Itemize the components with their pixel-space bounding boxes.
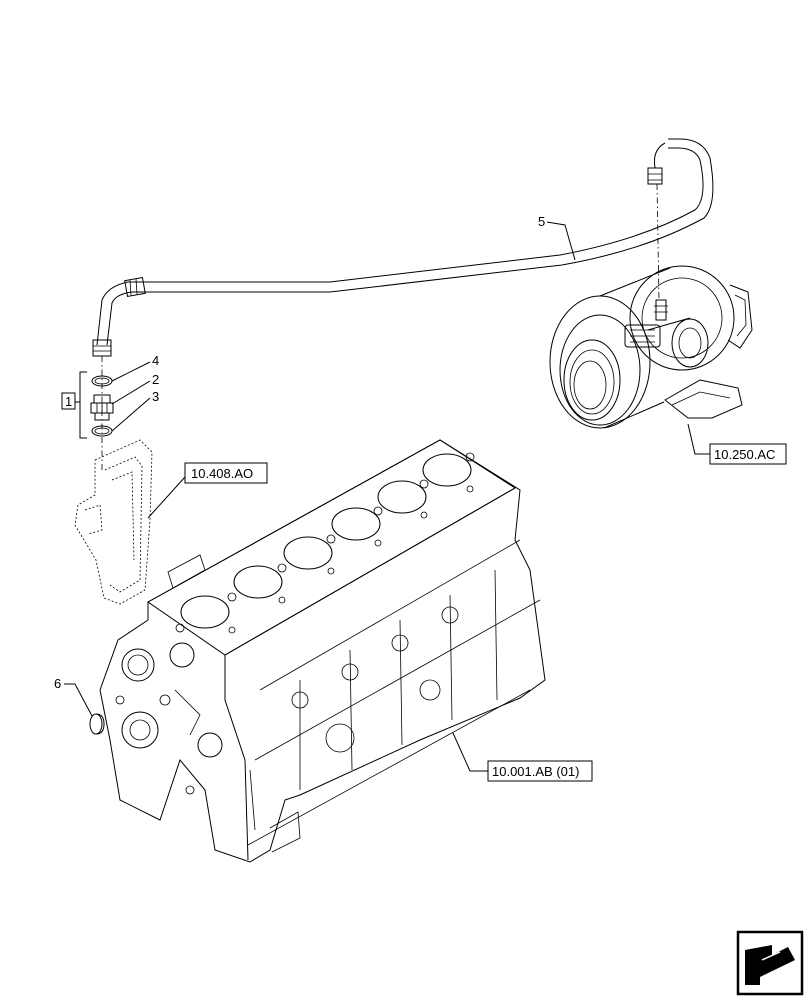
callout-3: 3: [152, 389, 159, 404]
callout-5: 5: [538, 214, 545, 229]
engine-block: [99, 439, 546, 863]
ref-crankcase[interactable]: 10.001.AB (01): [487, 760, 593, 782]
ref-oil-filter-label: 10.408.AO: [191, 466, 253, 481]
plug: [89, 713, 105, 735]
callout-1: 1: [65, 394, 72, 409]
next-page-arrow-icon[interactable]: [736, 930, 804, 996]
callout-4: 4: [152, 353, 159, 368]
kit-box: [61, 392, 76, 410]
alignment-line-turbo: [656, 183, 660, 301]
callout-2: 2: [152, 372, 159, 387]
ref-turbocharger-label: 10.250.AC: [714, 447, 775, 462]
oil-filter-support-ghost: [74, 439, 153, 605]
adapter-fitting: [90, 394, 114, 421]
callout-6: 6: [54, 676, 61, 691]
ref-turbocharger[interactable]: 10.250.AC: [709, 443, 787, 465]
oil-feed-pipe: [92, 138, 714, 357]
turbocharger: [549, 265, 753, 429]
ref-oil-filter[interactable]: 10.408.AO: [184, 462, 268, 484]
leader-lines: [64, 221, 710, 772]
ref-crankcase-label: 10.001.AB (01): [492, 764, 579, 779]
